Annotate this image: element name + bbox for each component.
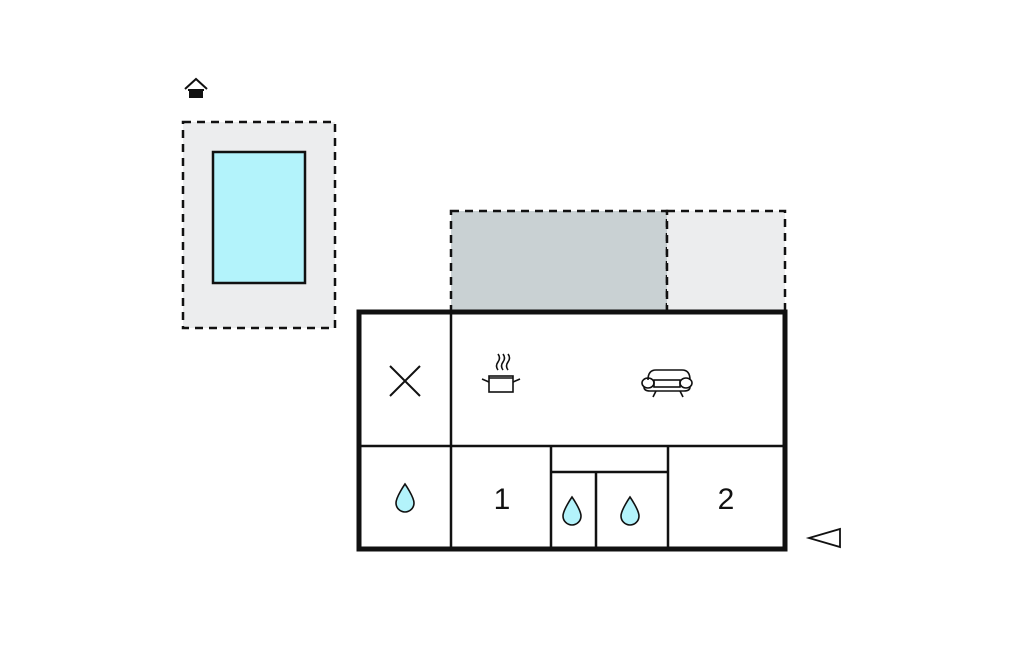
interior-walls — [359, 312, 785, 549]
water-drop-icon — [562, 495, 582, 526]
entrance-arrow-icon — [805, 527, 841, 549]
water-drop-icon — [620, 495, 640, 526]
bedroom-2-label: 2 — [718, 483, 735, 516]
cooking-pot-icon — [481, 353, 521, 393]
bedroom-1-label: 1 — [494, 483, 511, 516]
water-drop-icon — [395, 482, 415, 513]
pool-water — [211, 150, 307, 285]
open-terrace — [665, 209, 787, 314]
covered-terrace — [449, 209, 669, 314]
sofa-icon — [641, 369, 693, 398]
barbecue-icon — [184, 77, 208, 98]
cross-icon — [389, 365, 421, 397]
